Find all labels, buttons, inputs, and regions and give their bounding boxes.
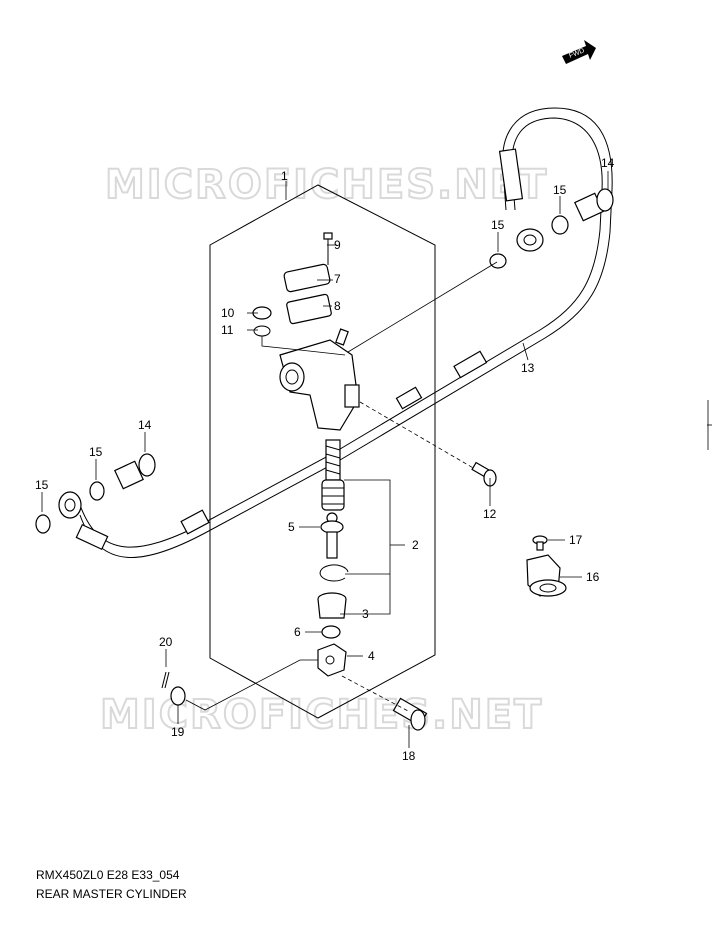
- ring-11: [253, 325, 271, 337]
- diagram-code: RMX450ZL0 E28 E33_054: [36, 868, 180, 882]
- washer-15-right-upper: [551, 215, 569, 235]
- callout-16: 16: [586, 570, 600, 584]
- diaphragm-8: [286, 293, 332, 325]
- leader-lines: [41, 171, 712, 748]
- watermark-bottom: MICROFICHES.NET: [100, 692, 543, 738]
- bolt-17: [532, 535, 548, 551]
- washer-15-right-lower: [489, 253, 507, 269]
- callout-13: 13: [521, 361, 535, 375]
- watermark-top: MICROFICHES.NET: [105, 162, 548, 208]
- fwd-arrow-icon: FWD: [562, 40, 596, 64]
- nut-6: [321, 625, 341, 639]
- pin-18: [392, 697, 428, 731]
- callout-4: 4: [368, 649, 375, 663]
- callout-19: 19: [171, 725, 185, 739]
- callout-14-left: 14: [138, 418, 152, 432]
- callout-1: 1: [281, 169, 288, 183]
- callout-2: 2: [412, 538, 419, 552]
- piston-spring: [321, 439, 345, 511]
- callout-10: 10: [221, 306, 235, 320]
- callout-7: 7: [334, 272, 341, 286]
- callout-11: 11: [221, 323, 234, 337]
- washer-15-left-inner: [89, 481, 105, 501]
- screw-9: [323, 232, 333, 265]
- callout-5: 5: [288, 520, 295, 534]
- callout-12: 12: [483, 507, 497, 521]
- callout-20: 20: [159, 635, 173, 649]
- callout-15-right-lower: 15: [491, 218, 505, 232]
- callout-8: 8: [334, 299, 341, 313]
- callout-6: 6: [294, 625, 301, 639]
- callout-14-right: 14: [601, 156, 615, 170]
- callout-3: 3: [362, 607, 369, 621]
- assembly-outline: [209, 184, 436, 719]
- bolt-12: [471, 461, 497, 487]
- washer-19: [170, 686, 186, 706]
- diagram-title: REAR MASTER CYLINDER: [36, 887, 187, 901]
- cotter-pin-20: [161, 671, 170, 689]
- cap-7: [283, 263, 331, 293]
- callouts: 1 9 7 8 10 11 13 12 2 5 3 6 4 20 19 18 1…: [35, 156, 615, 763]
- callout-15-right-upper: 15: [553, 183, 567, 197]
- master-cylinder-body: [279, 328, 360, 431]
- callout-15-left-outer: 15: [35, 478, 49, 492]
- union-bolt-14-right: [574, 188, 614, 222]
- brake-hose: [58, 107, 613, 558]
- callout-17: 17: [569, 533, 583, 547]
- union-bolt-14-left: [114, 453, 156, 490]
- washer-15-left-outer: [35, 514, 51, 534]
- clevis-4: [317, 643, 347, 677]
- circlip: [319, 564, 349, 582]
- callout-15-left-inner: 15: [89, 445, 103, 459]
- hose-holder-16: [526, 554, 567, 597]
- boot-3: [317, 592, 347, 619]
- callout-18: 18: [402, 749, 416, 763]
- push-rod-5: [320, 512, 344, 559]
- callout-9: 9: [334, 238, 341, 252]
